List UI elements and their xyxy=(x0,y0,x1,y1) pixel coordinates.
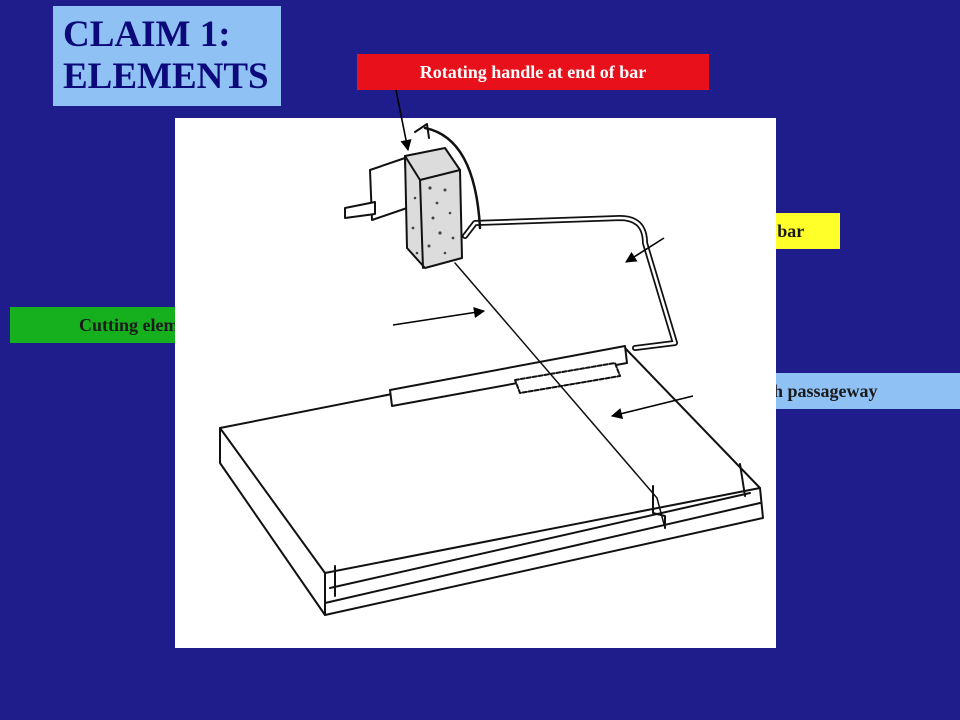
label-rotating-handle: Rotating handle at end of bar xyxy=(357,54,709,90)
base-left-edge xyxy=(219,427,326,616)
rotation-arc xyxy=(423,126,482,230)
title-line-1: CLAIM 1: xyxy=(63,14,231,55)
rear-riser xyxy=(389,345,628,407)
front-rail xyxy=(324,492,761,604)
slide-title: CLAIM 1: ELEMENTS xyxy=(53,6,281,106)
wire-clip xyxy=(652,485,666,529)
cutter-illustration xyxy=(219,123,764,616)
handle-block xyxy=(404,147,463,269)
cutting-wire xyxy=(454,262,666,529)
handle-speckles xyxy=(411,186,455,255)
passageway-slot xyxy=(514,362,621,394)
title-line-2: ELEMENTS xyxy=(63,56,269,97)
cutter-drawing xyxy=(175,118,776,648)
